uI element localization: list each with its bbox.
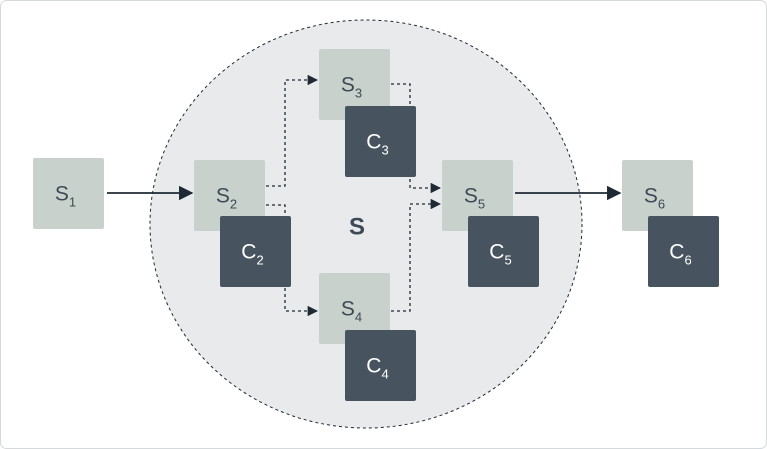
- node-box-s5: [442, 160, 513, 231]
- node-label-base: C: [366, 131, 381, 154]
- node-label-subscript: 3: [381, 143, 388, 158]
- node-label-base: S: [216, 185, 230, 208]
- node-label-base: C: [489, 241, 504, 264]
- node-label-c4: C4: [366, 355, 388, 382]
- node-label-base: C: [669, 241, 684, 264]
- subprocess-group-circle: [149, 19, 583, 429]
- node-box-c6: [648, 216, 719, 287]
- node-s3: S3: [319, 49, 390, 120]
- node-label-c6: C6: [669, 241, 691, 268]
- node-box-s4: [319, 273, 390, 344]
- node-label-s1: S1: [55, 183, 76, 210]
- node-label-c5: C5: [489, 241, 511, 268]
- node-c5: C5: [468, 216, 539, 287]
- node-box-c2: [220, 216, 291, 287]
- node-label-s4: S4: [341, 298, 362, 325]
- node-label-subscript: 4: [355, 310, 362, 325]
- node-box-s2: [194, 160, 265, 231]
- node-s4: S4: [319, 273, 390, 344]
- node-label-s6: S6: [644, 185, 665, 212]
- node-label-s2: S2: [216, 185, 237, 212]
- node-box-s6: [622, 160, 693, 231]
- node-label-c3: C3: [366, 131, 388, 158]
- node-c6: C6: [648, 216, 719, 287]
- node-box-c5: [468, 216, 539, 287]
- node-label-subscript: 6: [684, 253, 691, 268]
- node-label-subscript: 2: [256, 253, 263, 268]
- node-box-c3: [345, 106, 416, 177]
- node-label-subscript: 2: [230, 197, 237, 212]
- node-c3: C3: [345, 106, 416, 177]
- node-label-subscript: 4: [381, 367, 388, 382]
- edge-s2-to-s3: [266, 74, 319, 187]
- node-label-base: S: [55, 183, 69, 206]
- node-label-base: S: [341, 74, 355, 97]
- node-label-subscript: 5: [504, 253, 511, 268]
- node-box-s3: [319, 49, 390, 120]
- node-s1: S1: [33, 158, 104, 229]
- node-label-base: S: [464, 185, 478, 208]
- node-label-subscript: 3: [355, 86, 362, 101]
- node-label-c2: C2: [241, 241, 263, 268]
- group-label: S: [349, 213, 365, 240]
- node-s5: S5: [442, 160, 513, 231]
- node-s6: S6: [622, 160, 693, 231]
- node-label-subscript: 5: [478, 197, 485, 212]
- node-label-subscript: 1: [69, 195, 76, 210]
- node-c2: C2: [220, 216, 291, 287]
- node-box-s1: [33, 158, 104, 229]
- node-label-subscript: 6: [658, 197, 665, 212]
- edge-s4-to-s5: [391, 198, 442, 312]
- node-label-s5: S5: [464, 185, 485, 212]
- node-c4: C4: [345, 330, 416, 401]
- node-box-c4: [345, 330, 416, 401]
- node-label-base: S: [341, 298, 355, 321]
- node-label-base: C: [366, 355, 381, 378]
- node-label-base: C: [241, 241, 256, 264]
- node-label-s3: S3: [341, 74, 362, 101]
- edge-s3-to-s5: [391, 83, 442, 194]
- node-label-base: S: [644, 185, 658, 208]
- node-s2: S2: [194, 160, 265, 231]
